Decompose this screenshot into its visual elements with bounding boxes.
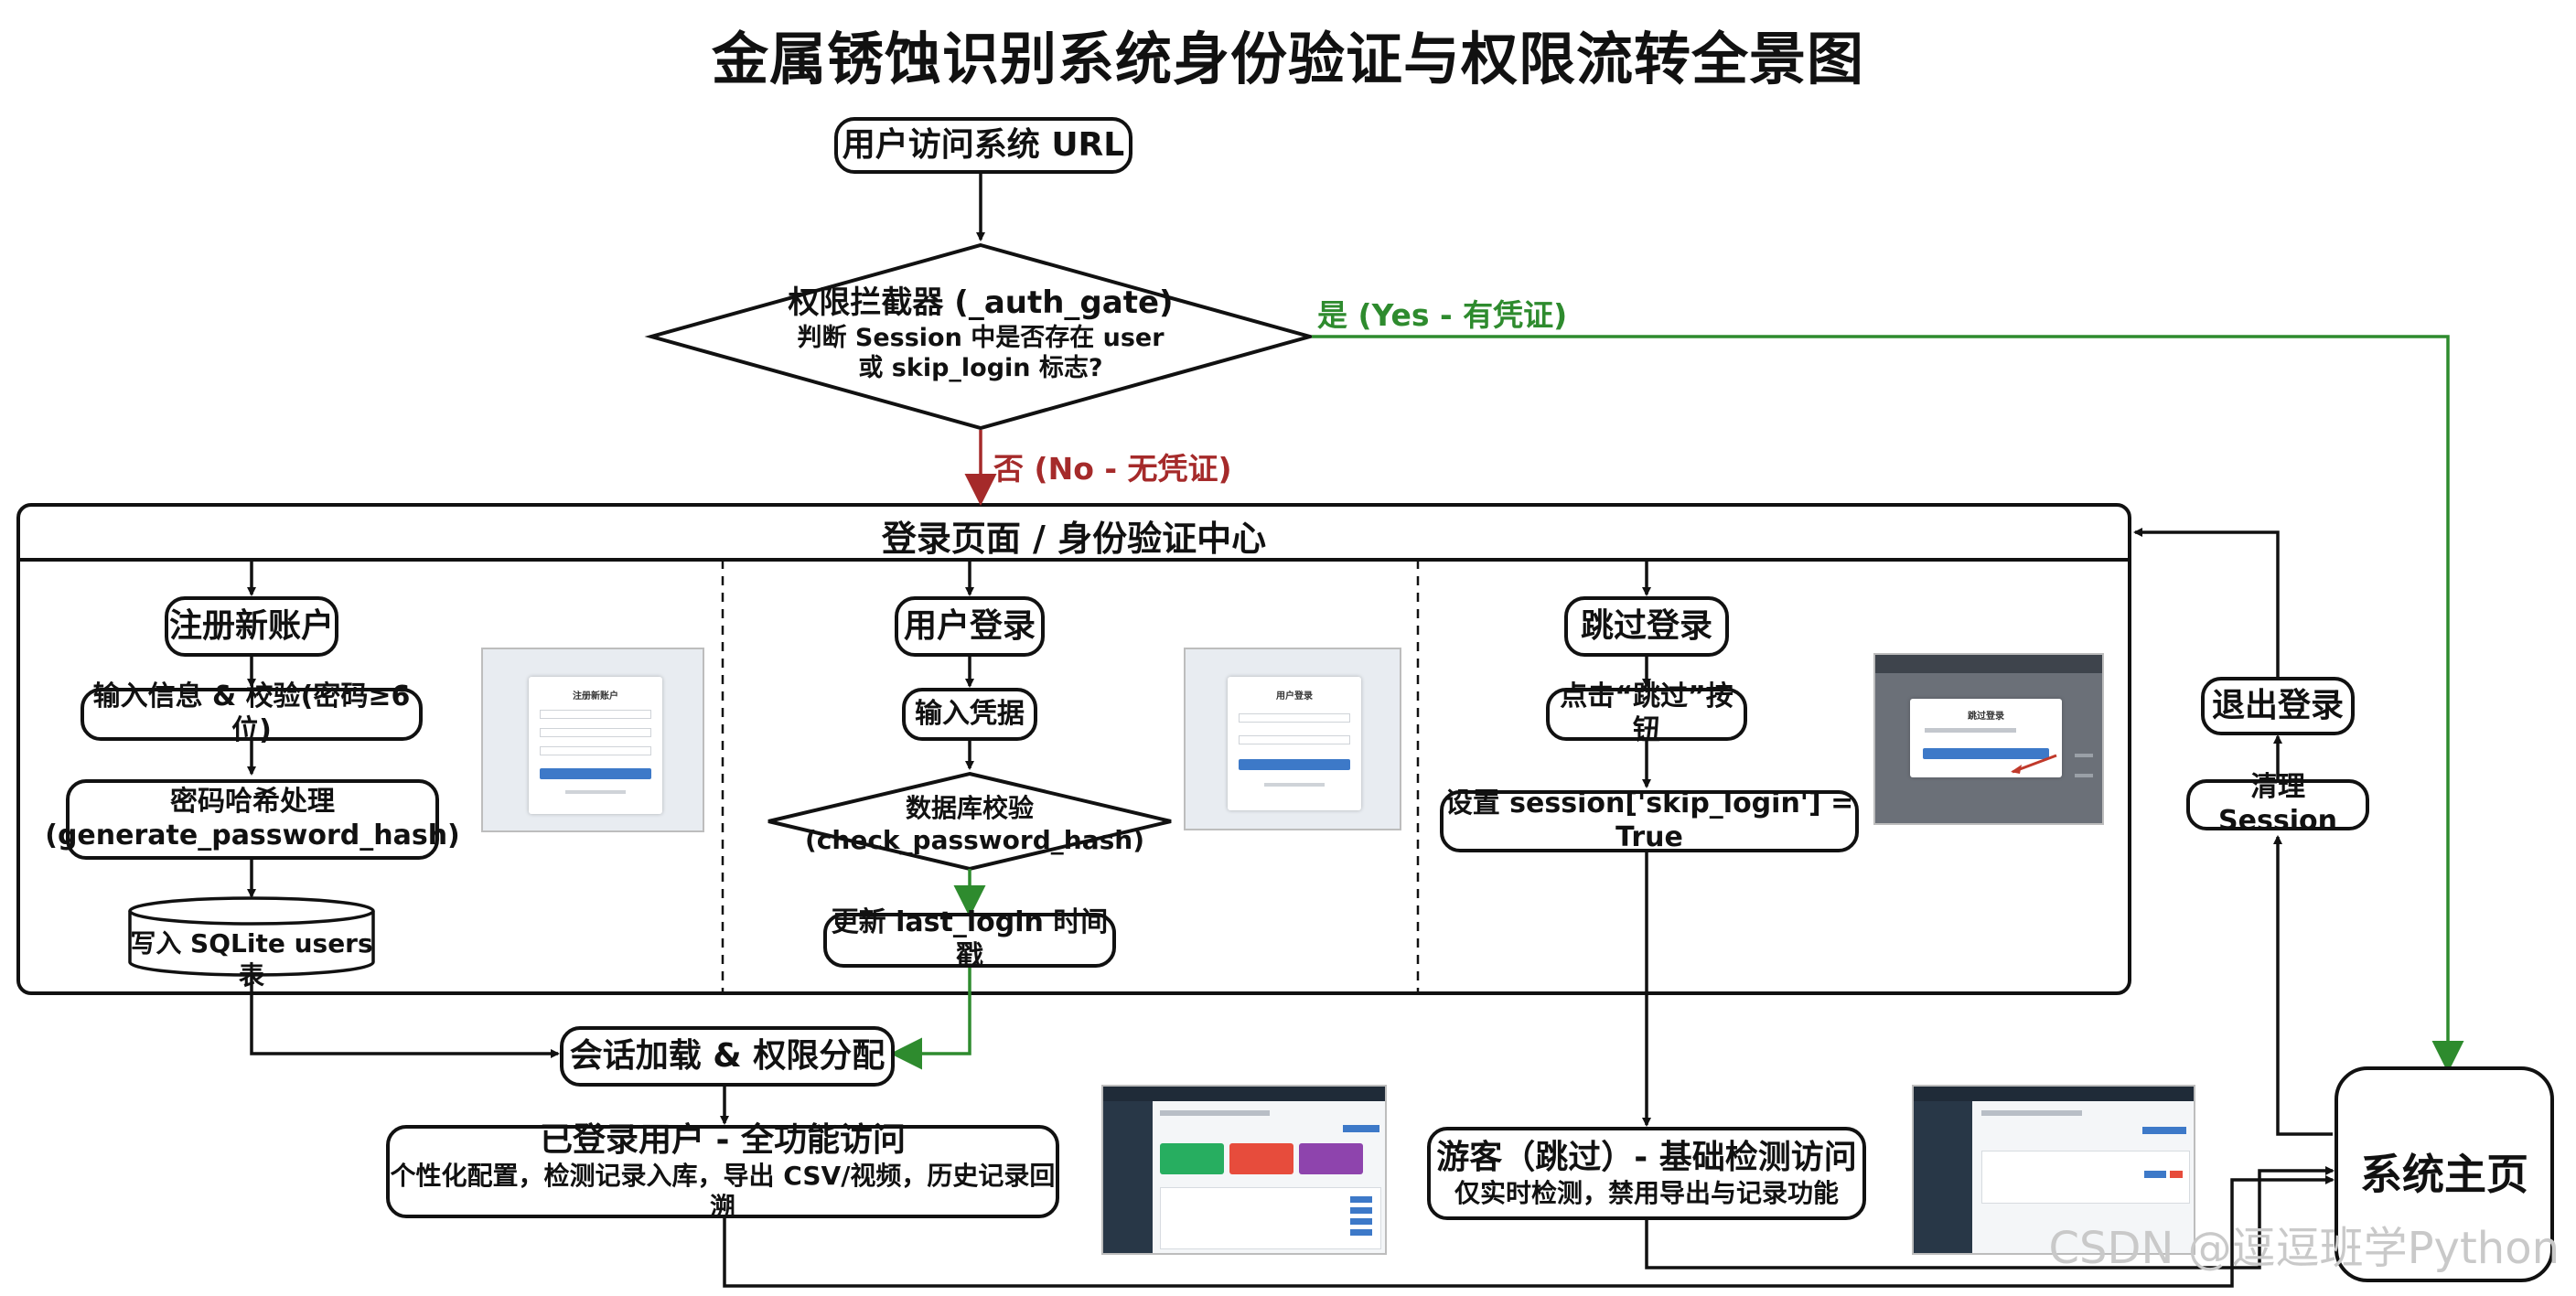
auth-gate-text: 权限拦截器 (_auth_gate) 判断 Session 中是否存在 user…	[714, 284, 1248, 384]
check-line2: (check_password_hash)	[805, 825, 1144, 855]
sqlite-db-cylinder	[128, 896, 375, 977]
logged-in-title: 已登录用户 - 全功能访问	[539, 1120, 906, 1159]
logout-node: 退出登录	[2201, 677, 2355, 735]
logged-in-desc: 个性化配置，检测记录入库，导出 CSV/视频，历史记录回溯	[390, 1160, 1056, 1222]
login-head: 用户登录	[895, 596, 1045, 657]
register-screenshot: 注册新账户	[481, 648, 704, 832]
login-center-container	[16, 503, 2131, 995]
no-label: 否 (No - 无凭证)	[993, 451, 1232, 487]
diagram-title: 金属锈蚀识别系统身份验证与权限流转全景图	[711, 26, 1864, 92]
hash-line1: 密码哈希处理	[170, 786, 335, 819]
guest-title: 游客（跳过）- 基础检测访问	[1436, 1138, 1857, 1176]
login-input: 输入凭据	[902, 688, 1037, 741]
auth-gate-diamond	[644, 242, 1317, 431]
guest-desc: 仅实时检测，禁用导出与记录功能	[1454, 1177, 1839, 1208]
login-screenshot: 用户登录	[1184, 648, 1401, 830]
mock-skip-title: 跳过登录	[1968, 712, 2004, 722]
mock-register-title: 注册新账户	[573, 691, 618, 702]
session-load: 会话加载 & 权限分配	[560, 1026, 895, 1087]
auth-gate-line1: 权限拦截器 (_auth_gate)	[788, 284, 1174, 321]
register-input: 输入信息 & 校验(密码≥6位)	[80, 680, 423, 746]
guest-node: 游客（跳过）- 基础检测访问 仅实时检测，禁用导出与记录功能	[1427, 1127, 1866, 1220]
login-center-title: 登录页面 / 身份验证中心	[881, 519, 1267, 559]
auth-gate-line3: 或 skip_login 标志?	[858, 354, 1103, 383]
skip-screenshot: 跳过登录	[1873, 653, 2104, 825]
auth-gate-line2: 判断 Session 中是否存在 user	[797, 323, 1165, 352]
yes-label: 是 (Yes - 有凭证)	[1317, 297, 1568, 333]
skip-click: 点击“跳过”按钮	[1546, 680, 1747, 746]
watermark: CSDN @逗逗班学Python	[2048, 1223, 2560, 1274]
update-last-login: 更新 last_login 时间戳	[823, 906, 1116, 972]
guest-dashboard-screenshot	[1912, 1085, 2195, 1255]
arrow-yes	[1312, 335, 2464, 1073]
db-label: 写入 SQLite users 表	[130, 928, 373, 991]
home-node: 系统主页	[2334, 1066, 2554, 1282]
skip-head: 跳过登录	[1564, 596, 1729, 657]
skip-set-session: 设置 session['skip_login'] = True	[1440, 787, 1859, 853]
check-line1: 数据库校验	[905, 793, 1034, 823]
hash-node: 密码哈希处理 (generate_password_hash)	[45, 779, 460, 860]
check-password-text: 数据库校验 (check_password_hash)	[805, 792, 1144, 856]
start-node: 用户访问系统 URL	[834, 117, 1132, 174]
hash-line2: (generate_password_hash)	[45, 819, 460, 852]
clear-session-node: 清理 Session	[2186, 771, 2369, 837]
mock-login-title: 用户登录	[1276, 691, 1313, 702]
full-dashboard-screenshot	[1101, 1085, 1387, 1255]
logged-in-node: 已登录用户 - 全功能访问 个性化配置，检测记录入库，导出 CSV/视频，历史记…	[386, 1121, 1059, 1222]
register-head: 注册新账户	[165, 596, 338, 657]
